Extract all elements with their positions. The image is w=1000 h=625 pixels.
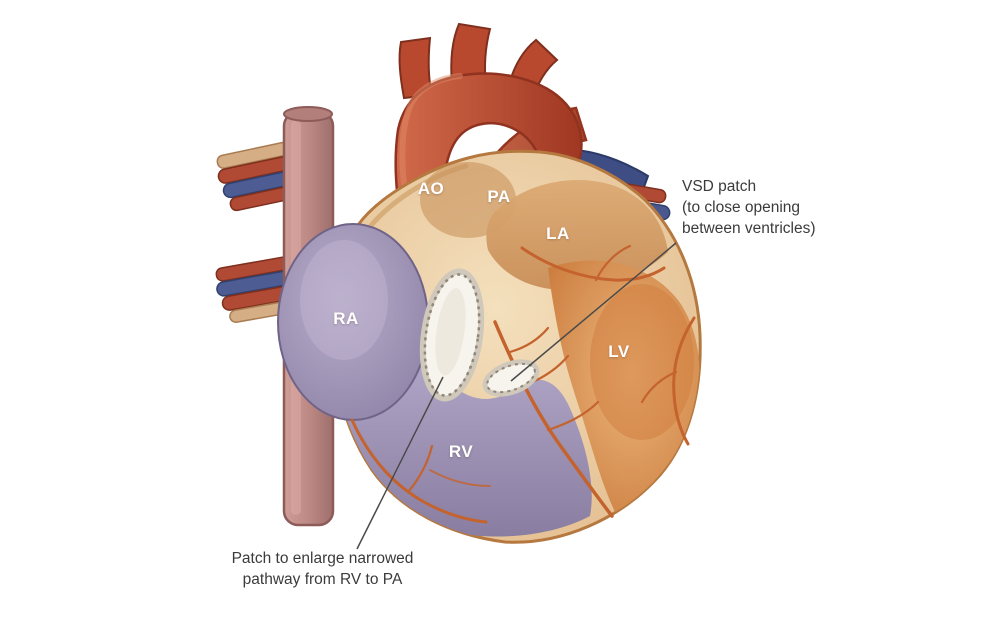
- coronary-branch: [429, 469, 491, 487]
- label-left-atrium: LA: [546, 224, 570, 243]
- annotation-vsd-patch: VSD patch (to close opening between vent…: [682, 178, 816, 237]
- rvot-patch: [419, 268, 485, 402]
- right-atrium-region: [277, 223, 429, 421]
- coronary-circumflex: [520, 246, 666, 282]
- coronary-arteries: [350, 244, 696, 524]
- label-right-atrium: RA: [333, 309, 359, 328]
- coronary-branch: [640, 370, 678, 404]
- annotation-rvot-patch: Patch to enlarge narrowed pathway from R…: [231, 550, 414, 588]
- left-atrium-region: [486, 179, 668, 291]
- label-right-ventricle: RV: [448, 442, 474, 461]
- coronary-branch: [406, 444, 434, 494]
- label-aorta: AO: [417, 179, 445, 198]
- coronary-marginal: [672, 316, 696, 446]
- left-ventricle-core: [590, 284, 694, 440]
- coronary-rca: [350, 418, 488, 524]
- aorta-highlight: [399, 73, 463, 203]
- rvot-patch-stitches: [423, 273, 481, 397]
- label-left-ventricle: LV: [608, 342, 630, 361]
- coronary-lad: [493, 320, 614, 518]
- vsd-leader-line: [510, 242, 677, 382]
- leader-lines: [356, 242, 677, 550]
- coronary-branch: [546, 400, 600, 432]
- rvot-leader-line: [356, 376, 444, 550]
- label-pulmonary-artery: PA: [487, 187, 511, 206]
- vsd-patch-stitches: [486, 362, 536, 394]
- coronary-branch: [508, 326, 550, 354]
- vena-cava-opening: [283, 106, 333, 122]
- right-atrium-highlight: [300, 240, 388, 360]
- coronary-branch: [594, 244, 632, 282]
- rvot-patch-shading: [435, 288, 466, 376]
